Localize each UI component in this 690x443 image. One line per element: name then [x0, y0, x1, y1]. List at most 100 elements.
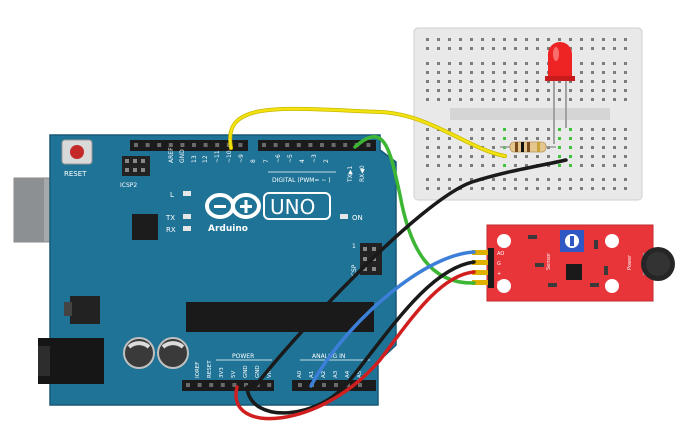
breadboard-hole — [481, 128, 484, 131]
breadboard-hole — [470, 128, 473, 131]
breadboard-hole — [525, 98, 528, 101]
breadboard-hole — [426, 98, 429, 101]
reset-button[interactable] — [61, 139, 93, 165]
breadboard-hole — [448, 146, 451, 149]
breadboard-hole — [426, 187, 429, 190]
breadboard-hole — [481, 80, 484, 83]
pin-label-gnd: GND — [179, 149, 186, 163]
potentiometer-icon[interactable] — [560, 230, 584, 252]
breadboard-hole — [470, 146, 473, 149]
icsp2-label: ICSP2 — [120, 182, 137, 189]
breadboard-hole — [569, 164, 572, 167]
breadboard-hole — [459, 98, 462, 101]
breadboard-hole — [613, 38, 616, 41]
breadboard-hole — [602, 71, 605, 74]
header-pin — [296, 143, 301, 147]
breadboard-hole — [503, 38, 506, 41]
breadboard-hole — [525, 47, 528, 50]
breadboard-hole — [470, 137, 473, 140]
breadboard-hole — [514, 89, 517, 92]
breadboard-hole — [514, 187, 517, 190]
breadboard-hole — [481, 71, 484, 74]
breadboard-hole — [481, 62, 484, 65]
breadboard-hole — [613, 71, 616, 74]
pin-label-rx: RX◀0 — [359, 165, 366, 182]
model-text: UNO — [270, 195, 315, 219]
breadboard-hole — [481, 155, 484, 158]
voltage-regulator — [70, 296, 100, 324]
breadboard-hole — [547, 98, 550, 101]
resistor — [500, 141, 556, 153]
breadboard-hole — [426, 137, 429, 140]
breadboard-hole — [503, 187, 506, 190]
breadboard-hole — [426, 128, 429, 131]
breadboard-hole — [470, 89, 473, 92]
breadboard-hole — [558, 89, 561, 92]
header-pin — [308, 143, 313, 147]
comparator-chip — [566, 264, 582, 280]
pin-label-9: ~9 — [238, 154, 245, 163]
breadboard-hole — [613, 137, 616, 140]
header-pin — [298, 383, 302, 387]
led-rx-indicator — [183, 226, 191, 231]
pin-label-3: ~3 — [311, 154, 318, 163]
breadboard-hole — [569, 98, 572, 101]
pin-label-12: 12 — [202, 155, 209, 163]
breadboard-hole — [437, 98, 440, 101]
usb-chip — [132, 214, 158, 240]
pin-label-6: ~6 — [275, 154, 282, 163]
breadboard-hole — [448, 178, 451, 181]
pin-label-a3: A3 — [333, 370, 339, 378]
wire-black-breadboard — [252, 158, 568, 390]
breadboard-hole — [536, 137, 539, 140]
breadboard-hole — [580, 47, 583, 50]
breadboard-hole — [536, 62, 539, 65]
breadboard-hole — [547, 128, 550, 131]
header-pin — [192, 143, 196, 147]
breadboard-hole — [536, 187, 539, 190]
breadboard-hole — [602, 164, 605, 167]
breadboard-hole — [558, 178, 561, 181]
breadboard-hole — [503, 178, 506, 181]
breadboard-hole — [536, 128, 539, 131]
breadboard-hole — [591, 62, 594, 65]
breadboard-hole — [525, 62, 528, 65]
breadboard-hole — [602, 137, 605, 140]
icsp2-header — [122, 156, 150, 176]
wire-blue — [309, 250, 476, 388]
header-pin — [203, 143, 208, 147]
breadboard-hole — [536, 71, 539, 74]
breadboard-hole — [624, 98, 627, 101]
breadboard-hole — [492, 98, 495, 101]
breadboard-hole — [426, 80, 429, 83]
breadboard-hole — [580, 164, 583, 167]
breadboard-hole — [470, 71, 473, 74]
breadboard-hole — [448, 47, 451, 50]
pin-label-a5: A5 — [357, 370, 363, 378]
header-pin — [262, 143, 266, 147]
header-pin — [285, 143, 290, 147]
breadboard-hole — [448, 137, 451, 140]
breadboard-hole — [437, 178, 440, 181]
breadboard-hole — [569, 155, 572, 158]
pin-label-5: ~5 — [287, 154, 294, 163]
breadboard-hole — [514, 128, 517, 131]
breadboard-hole — [481, 98, 484, 101]
breadboard-hole — [514, 62, 517, 65]
breadboard-hole — [558, 146, 561, 149]
wire-black-sensor — [245, 260, 476, 415]
pin-label-a4: A4 — [345, 370, 351, 378]
breadboard-hole — [503, 71, 506, 74]
power-label: POWER — [232, 353, 254, 360]
breadboard-hole — [602, 146, 605, 149]
breadboard-hole — [580, 71, 583, 74]
led-rx-label: RX — [166, 226, 176, 234]
pin-label-7: 7 — [263, 159, 270, 163]
breadboard-hole — [470, 155, 473, 158]
breadboard-hole — [459, 71, 462, 74]
reset-label: RESET — [64, 170, 87, 178]
header-pin — [267, 383, 272, 387]
breadboard-hole — [613, 62, 616, 65]
breadboard-hole — [514, 178, 517, 181]
breadboard-hole — [624, 80, 627, 83]
